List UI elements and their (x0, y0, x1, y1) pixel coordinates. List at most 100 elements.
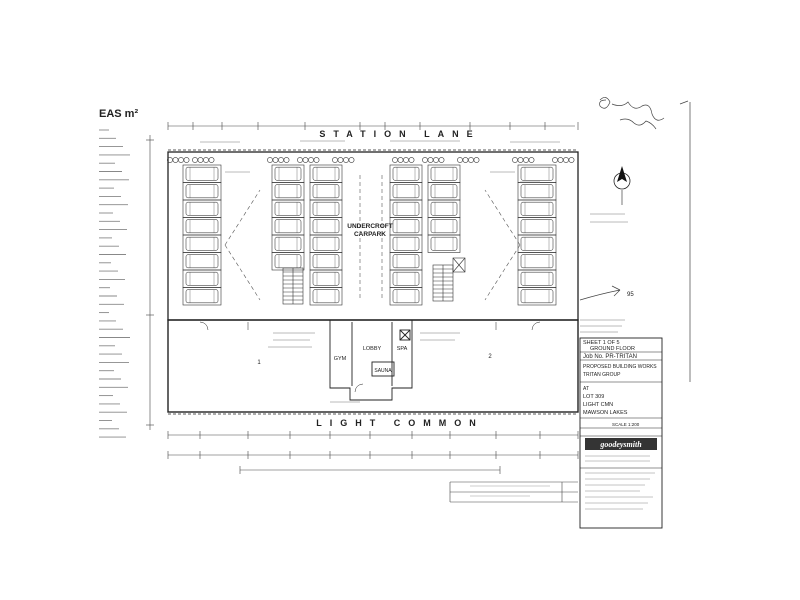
tree-icon (462, 157, 469, 163)
revision-table (449, 481, 578, 503)
parking-bay (517, 252, 557, 271)
handwritten-scribble (579, 97, 691, 382)
tree-icon (302, 157, 309, 163)
tree-icon (183, 157, 190, 163)
parking-bay (389, 234, 423, 253)
car-icon (520, 166, 554, 181)
ramp-lines (224, 175, 521, 301)
tree-icon (197, 157, 204, 163)
car-icon (392, 271, 420, 286)
car-icon (520, 201, 554, 216)
car-icon (312, 254, 340, 269)
car-icon (274, 219, 302, 234)
parking-bay (309, 234, 343, 253)
tree-icon (403, 157, 409, 163)
car-icon (430, 184, 458, 199)
car-icon (520, 236, 554, 251)
tree-icon (552, 157, 558, 163)
parking-bay (271, 199, 305, 218)
car-icon (274, 166, 302, 181)
car-icon (185, 219, 219, 234)
parking-bay (182, 287, 222, 306)
plan-annotations (200, 140, 628, 403)
parking-bay (182, 217, 222, 236)
parking-bay (309, 199, 343, 218)
car-icon (312, 184, 340, 199)
car-icon (392, 289, 420, 304)
tree-icon (308, 157, 314, 163)
car-icon (392, 254, 420, 269)
tree-icon (172, 157, 179, 163)
tree-icon (337, 157, 344, 163)
car-icon (312, 166, 340, 181)
parking-bay (271, 234, 305, 253)
top-dimension-chain (167, 122, 579, 130)
tree-icon (267, 157, 273, 163)
car-icon (520, 219, 554, 234)
tree-icon (283, 157, 290, 163)
tree-icon (167, 157, 173, 163)
parking-bays (182, 164, 557, 306)
parking-bay (309, 182, 343, 201)
parking-bay (309, 164, 343, 183)
room-label-sauna: SAUNA (374, 368, 392, 374)
street-label-station-lane: STATION LANE (319, 129, 480, 139)
car-icon (274, 236, 302, 251)
tree-icon (343, 157, 349, 163)
tree-icon (563, 157, 569, 163)
title-block-job: Job No. PR-TRITAN (583, 354, 637, 360)
parking-bay (182, 164, 222, 183)
tree-icon (408, 157, 415, 163)
parking-bay (427, 217, 461, 236)
title-block-sheet-title: GROUND FLOOR (590, 346, 635, 352)
parking-bay (389, 287, 423, 306)
car-icon (392, 236, 420, 251)
area-schedule-heading: EAS m² (99, 108, 138, 120)
car-icon (185, 271, 219, 286)
title-block-firm-logo: goodeysmith (599, 440, 642, 449)
parking-bay (309, 252, 343, 271)
parking-bay (517, 199, 557, 218)
parking-bay (182, 234, 222, 253)
tree-icon (332, 157, 338, 163)
title-block-at: AT (583, 386, 589, 392)
title-block-location-line3: MAWSON LAKES (583, 410, 628, 416)
car-icon (430, 236, 458, 251)
car-icon (312, 236, 340, 251)
title-block-scale: SCALE 1:200 (612, 422, 640, 427)
parking-bay (517, 234, 557, 253)
tree-icon (523, 157, 529, 163)
parking-bay (517, 217, 557, 236)
landscaping-trees (167, 157, 575, 163)
room-label-spa: SPA (397, 346, 408, 352)
parking-bay (271, 217, 305, 236)
car-icon (185, 289, 219, 304)
tree-icon (192, 157, 198, 163)
car-icon (185, 254, 219, 269)
parking-bay (427, 199, 461, 218)
parking-bay (389, 269, 423, 288)
tree-icon (297, 157, 303, 163)
parking-bay (309, 287, 343, 306)
car-icon (430, 201, 458, 216)
parking-bay (517, 182, 557, 201)
parking-bay (271, 164, 305, 183)
tree-icon (457, 157, 463, 163)
tree-icon (433, 157, 439, 163)
room-label-lobby: LOBBY (363, 346, 382, 352)
street-label-light-common: LIGHT COMMON (316, 418, 484, 428)
left-dimension-chain (146, 135, 154, 430)
stair-core-left (282, 267, 304, 305)
car-icon (520, 184, 554, 199)
parking-bay (427, 164, 461, 183)
parking-bay (427, 182, 461, 201)
unit-label-2: 2 (488, 354, 492, 360)
annotation-95: 95 (627, 292, 634, 298)
tree-icon (438, 157, 445, 163)
room-label-gym: GYM (334, 356, 347, 362)
tree-icon (208, 157, 215, 163)
parking-bay (182, 269, 222, 288)
car-icon (430, 166, 458, 181)
tree-icon (557, 157, 564, 163)
car-icon (392, 166, 420, 181)
